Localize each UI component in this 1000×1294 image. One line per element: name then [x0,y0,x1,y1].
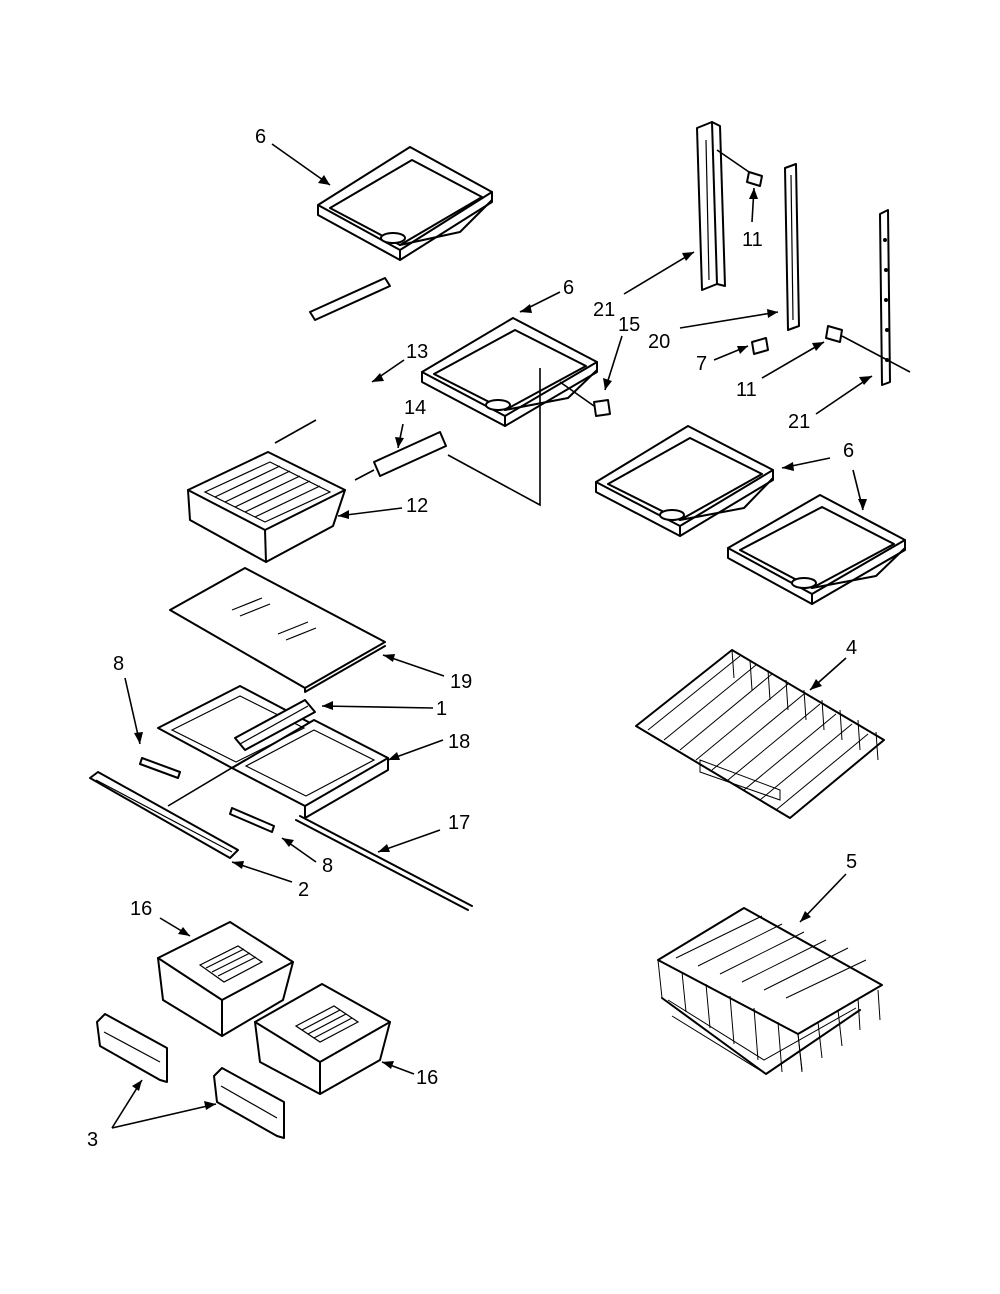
shelf-top-part [317,146,493,261]
callout-rail-14: 14 [404,397,426,419]
glass-shelf-19-part [169,567,386,693]
callout-ladder-21b: 21 [788,411,810,433]
callout-slide-8b: 8 [322,855,333,877]
callout-cover-1: 1 [436,698,447,720]
callout-shelf-mid: 6 [563,277,574,299]
callout-rail-13: 13 [406,341,428,363]
trim-2-part [89,771,239,859]
cover-1-part [234,699,316,751]
callout-ladder-21a: 21 [593,299,615,321]
callout-glass-19: 19 [450,671,472,693]
screw-11-top-part [716,149,763,187]
leader-lines [111,143,873,1129]
shelf-mid-part [421,317,598,427]
rail-3a-part [96,1013,168,1083]
screw-7-part [751,337,769,355]
ladder-rail-21b-part [879,209,891,386]
callout-rails-3: 3 [87,1129,98,1151]
callout-crisper-16b: 16 [416,1067,438,1089]
slide-8b-part [229,807,275,833]
drawer-12-part [187,451,346,563]
crisper-16b-part [254,983,391,1095]
rod-17-part [295,815,473,911]
callout-screw-15: 15 [618,314,640,336]
slide-8a-part [139,757,181,779]
crisper-16a-part [157,921,294,1037]
callout-screw-11b: 11 [736,379,757,401]
callout-wire-basket-5: 5 [846,851,857,873]
screw-11-right-part [825,325,911,373]
wire-basket-5-part [657,907,883,1075]
screw-15-part [559,381,611,417]
frame-18-part [157,685,389,819]
callout-trim-2: 2 [298,879,309,901]
ladder-rail-21a-part [696,121,726,291]
callout-shelf-top: 6 [255,126,266,148]
callout-slide-8a: 8 [113,653,124,675]
callout-drawer-12: 12 [406,495,428,517]
callout-crisper-16a: 16 [130,898,152,920]
wire-shelf-4-part [635,649,885,819]
shelf-right-b-part [727,494,906,605]
rail-13-part [309,277,391,321]
shelf-right-a-part [595,425,774,537]
callout-rod-17: 17 [448,812,470,834]
callout-wire-shelf-4: 4 [846,637,857,659]
ladder-rail-20-part [784,163,800,331]
rail-3b-part [213,1067,285,1139]
callout-frame-18: 18 [448,731,470,753]
rail-14-part [373,431,447,477]
callout-ladder-20: 20 [648,331,670,353]
callout-screw-11a: 11 [742,229,763,251]
callout-screw-7: 7 [696,353,707,375]
callout-shelf-right-a: 6 [843,440,854,462]
